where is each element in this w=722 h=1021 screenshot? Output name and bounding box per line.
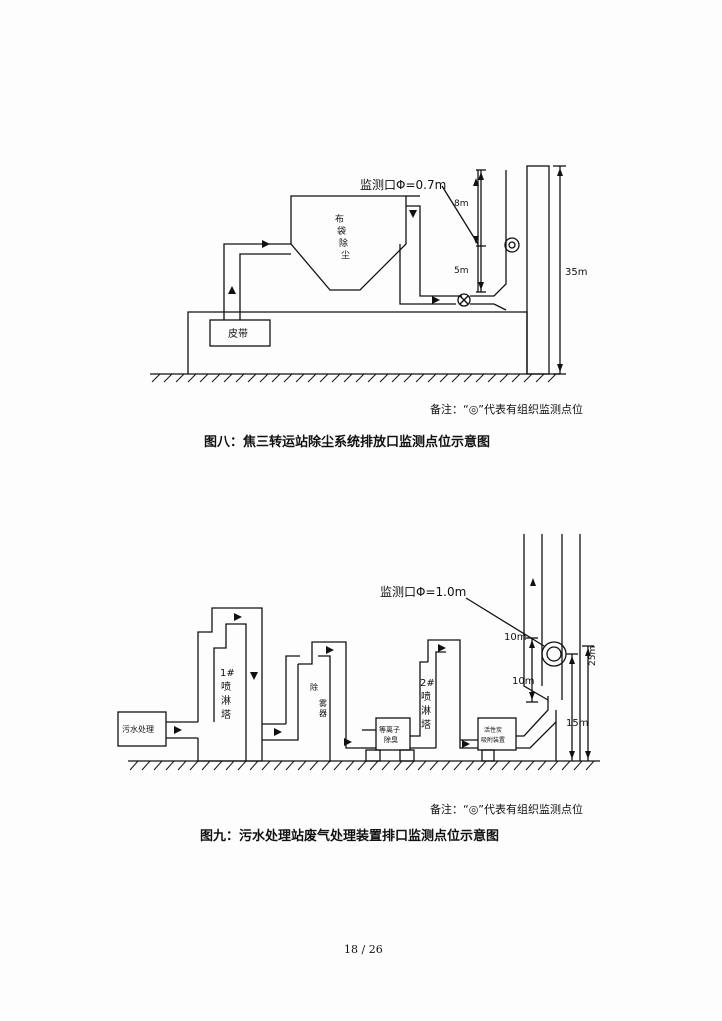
- fig9-carbon-line-1: 活性炭: [484, 726, 502, 734]
- fig9-dim-10m-top: 10m: [504, 632, 526, 643]
- stack-left: [523, 534, 549, 701]
- flow-arrow-icon: [557, 168, 563, 176]
- fig8-dust-char-1: 布: [335, 213, 344, 225]
- duct-belt-inner: [239, 253, 291, 320]
- fig8-dim-8m: 8m: [454, 199, 469, 209]
- port-leader-2: [465, 597, 545, 647]
- flow-arrow-icon: [174, 726, 182, 734]
- fig9-mist-char-1: 除: [310, 682, 318, 692]
- duct-down: [399, 244, 456, 305]
- fig8-belt-label: 皮带: [228, 327, 248, 340]
- flow-arrow-icon: [585, 751, 591, 759]
- baghouse: [290, 195, 407, 291]
- fig9-mist-char-2: 雾: [319, 699, 327, 708]
- fig8-note: 备注：“◎”代表有组织监测点位: [430, 403, 583, 416]
- fig9-tower2-char-2: 喷: [421, 691, 431, 703]
- flow-arrow-icon: [409, 210, 417, 218]
- flow-arrow-icon: [262, 240, 270, 248]
- flow-arrow-icon: [530, 578, 536, 586]
- fig8-dim-5m: 5m: [454, 266, 469, 276]
- flow-arrow-icon: [529, 692, 535, 700]
- flow-arrow-icon: [478, 172, 484, 180]
- flow-arrow-icon: [250, 672, 258, 680]
- sewage-box: [117, 711, 167, 747]
- fig9-tower1-char-1: 1#: [220, 668, 235, 679]
- fig9-port-label: 监测口Φ=1.0m: [380, 585, 466, 599]
- fig9-tower1-char-4: 塔: [221, 708, 231, 721]
- fig9-dim-25m: 25m: [588, 646, 598, 666]
- flow-arrow-icon: [432, 296, 440, 304]
- tower-1: [197, 607, 263, 761]
- figure-8-diagram: 监测口Φ=0.7m 布 袋 除 尘 皮带 8m 5m 35m: [150, 165, 587, 383]
- flow-arrow-icon: [274, 728, 282, 736]
- fig9-tower1-char-3: 淋: [221, 694, 231, 707]
- fig9-dim-15m: 15m: [566, 718, 588, 729]
- flow-arrow-icon: [234, 613, 242, 621]
- fig8-dust-char-4: 尘: [341, 250, 350, 261]
- fig9-sewage-label: 污水处理: [122, 724, 154, 734]
- flow-arrow-icon: [462, 740, 470, 748]
- fig9-mist-char-3: 器: [319, 709, 327, 718]
- page-number: 18 / 26: [344, 943, 383, 956]
- port-leader: [441, 185, 479, 245]
- fig9-ion-line-2: 除臭: [384, 735, 398, 744]
- tower-2: [427, 639, 478, 749]
- figure-9-diagram: 监测口Φ=1.0m 污水处理 1# 喷 淋 塔 除 雾 器 等离子 除臭 2# …: [117, 534, 600, 771]
- stack-right: [561, 534, 581, 761]
- flow-arrow-icon: [473, 178, 479, 186]
- duct-outlet-inner: [406, 205, 462, 297]
- fig8-dim-35m: 35m: [565, 267, 587, 278]
- fig9-tower2-char-1: 2#: [420, 678, 435, 689]
- fig8-port-label: 监测口Φ=0.7m: [360, 178, 446, 192]
- flow-arrow-icon: [473, 236, 479, 244]
- fig9-tower2-char-3: 淋: [421, 704, 431, 717]
- fig9-ion-line-1: 等离子: [379, 725, 400, 734]
- fig9-carbon-line-2: 吸附装置: [481, 736, 505, 744]
- monitor-point-icon: [504, 237, 520, 253]
- mist-eliminator: [298, 641, 362, 749]
- flow-arrow-icon: [438, 644, 446, 652]
- fig9-tower2-char-4: 塔: [421, 718, 431, 731]
- fig8-dust-char-3: 除: [339, 237, 348, 249]
- flow-arrow-icon: [557, 364, 563, 372]
- flow-arrow-icon: [569, 656, 575, 664]
- fig8-dust-char-2: 袋: [337, 225, 346, 237]
- flow-arrow-icon: [344, 738, 352, 746]
- main-stack: [526, 165, 550, 375]
- flow-arrow-icon: [529, 640, 535, 648]
- flow-arrow-icon: [569, 751, 575, 759]
- fig9-note: 备注：“◎”代表有组织监测点位: [430, 803, 583, 816]
- flow-arrow-icon: [478, 282, 484, 290]
- duct-to-stack: [470, 170, 507, 297]
- plasma-box: [375, 717, 411, 751]
- fig9-dim-10m-mid: 10m: [512, 676, 534, 687]
- fig9-tower1-char-2: 喷: [221, 681, 231, 693]
- fig9-caption: 图九：污水处理站废气处理装置排口监测点位示意图: [200, 829, 500, 844]
- fig8-caption: 图八：焦三转运站除尘系统排放口监测点位示意图: [204, 435, 491, 450]
- flow-arrow-icon: [585, 648, 591, 656]
- flow-arrow-icon: [228, 286, 236, 294]
- fan-valve: [457, 293, 471, 307]
- carbon-box: [477, 717, 517, 751]
- flow-arrow-icon: [326, 646, 334, 654]
